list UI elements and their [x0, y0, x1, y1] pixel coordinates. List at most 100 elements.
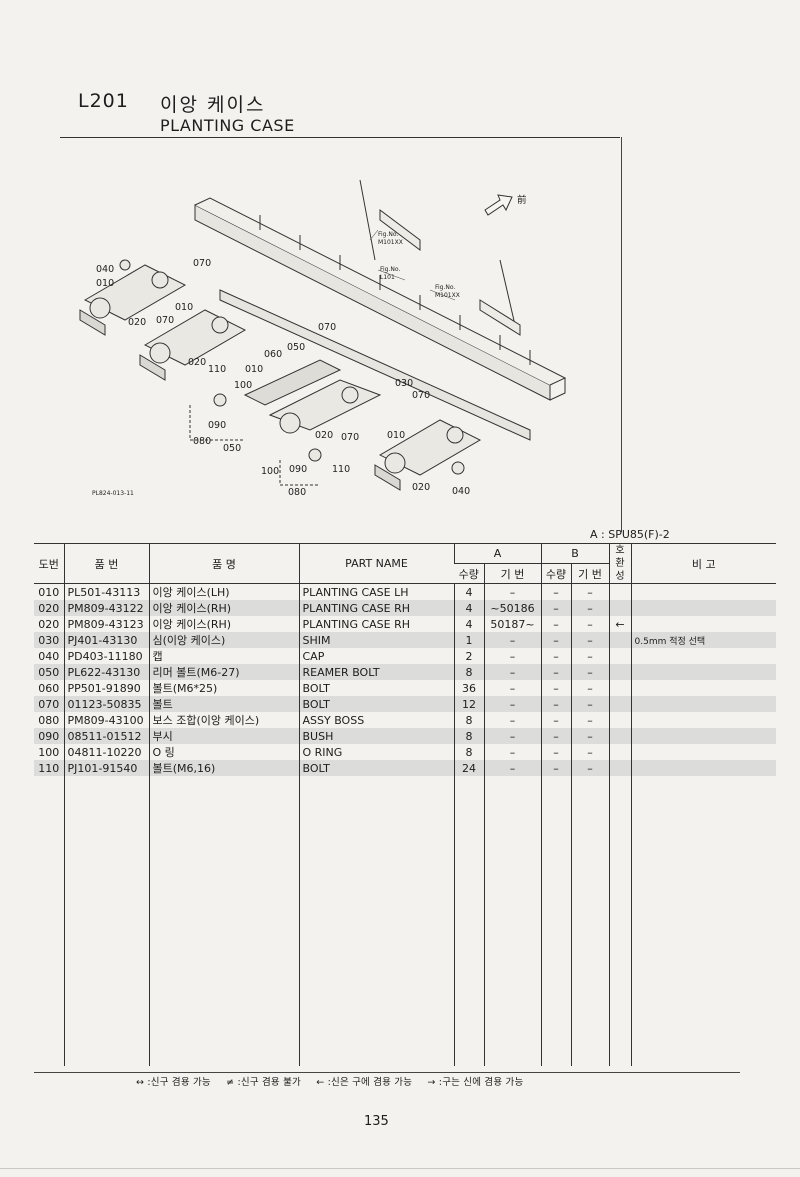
callout: 020: [128, 317, 146, 328]
cell-b-serial: –: [570, 583, 610, 600]
cell-b-serial: –: [570, 760, 610, 776]
cell-a-qty: 24: [453, 760, 484, 776]
cell-b-qty: –: [540, 760, 571, 776]
callout: 060: [264, 349, 282, 360]
cell-remarks: [630, 680, 777, 696]
header-a-qty: 수량: [454, 563, 484, 584]
svg-text:M101XX: M101XX: [435, 292, 460, 299]
cell-a-qty: 8: [453, 744, 484, 760]
cell-compat: [608, 760, 632, 776]
header-rule: [60, 137, 620, 138]
cell-part-name: BUSH: [298, 728, 454, 744]
cell-b-serial: –: [570, 696, 610, 712]
filler-cell: [453, 776, 484, 1066]
cell-no: 030: [34, 632, 64, 648]
cell-b-serial: –: [570, 744, 610, 760]
figure-references: Fig.No. M101XX Fig.No. L101 Fig.No. M101…: [378, 231, 460, 299]
cell-no: 060: [38, 681, 60, 695]
cell-name-ko: 볼트(M6*25): [148, 680, 299, 696]
cell-compat: [608, 664, 632, 680]
cell-compat: [608, 696, 632, 712]
svg-text:M101XX: M101XX: [378, 239, 403, 246]
cell-part-no: PM809-43122: [63, 600, 149, 616]
callout: 040: [452, 486, 470, 497]
callout: 100: [261, 466, 279, 477]
cell-b-serial: –: [570, 632, 610, 648]
cell-compat: [608, 583, 632, 600]
callout: 020: [315, 430, 333, 441]
cell-b-serial: –: [570, 648, 610, 664]
cell-name-ko: 보스 조합(이앙 케이스): [148, 712, 299, 728]
cell-no: 040: [38, 649, 60, 663]
cell-a-serial: –: [483, 680, 541, 696]
callout: 080: [193, 436, 211, 447]
filler-cell: [483, 776, 541, 1066]
cell-a-qty: 8: [453, 664, 484, 680]
cell-no: 110: [34, 760, 64, 776]
cell-part-name: BOLT: [298, 680, 454, 696]
cell-remarks: 0.5mm 적정 선택: [630, 632, 777, 648]
cell-part-no: PL501-43113: [63, 583, 149, 600]
filler-cell: [630, 776, 777, 1066]
cell-no: 100: [38, 745, 60, 759]
callout: 020: [412, 482, 430, 493]
callout: 090: [208, 420, 226, 431]
cell-a-serial: –: [483, 728, 541, 744]
cell-a-serial: ~50186: [483, 600, 541, 616]
diagram-doc-id: PL824-013-11: [92, 490, 134, 497]
cell-part-no: PP501-91890: [63, 680, 149, 696]
header-a-serial: 기 번: [483, 563, 541, 584]
cell-part-no: 04811-10220: [63, 744, 149, 760]
cell-b-serial: –: [570, 664, 610, 680]
cell-part-no: PD403-11180: [63, 648, 149, 664]
callout: 100: [234, 380, 252, 391]
cell-a-qty: 8: [453, 712, 484, 728]
svg-text:Fig.No.: Fig.No.: [435, 284, 455, 291]
cell-name-ko: 이앙 케이스(RH): [148, 600, 299, 616]
cell-no: 010: [38, 585, 60, 599]
cell-a-serial: –: [483, 760, 541, 776]
header-model-a: A: [453, 543, 541, 564]
svg-text:Fig.No.: Fig.No.: [380, 266, 400, 273]
diagram-right-rule: [621, 137, 622, 532]
cell-b-qty: –: [540, 600, 571, 616]
parts-table: 도번 품 번 품 명 PART NAME A B 호환성 비 고 수량 기 번 …: [34, 543, 777, 1066]
callout: 070: [193, 258, 211, 269]
callout: 070: [156, 315, 174, 326]
filler-cell: [63, 776, 149, 1066]
cell-b-qty: –: [540, 648, 571, 664]
cell-a-serial: –: [483, 583, 541, 600]
compatibility-legend: ↔ :신구 겸용 가능 ≠ :신구 겸용 불가 ← :신은 구에 겸용 가능 →…: [136, 1074, 535, 1088]
cell-part-no: PM809-43123: [63, 616, 149, 632]
cell-a-serial: –: [483, 632, 541, 648]
cell-part-name: O RING: [298, 744, 454, 760]
cell-remarks: [630, 648, 777, 664]
cell-no: 050: [34, 664, 64, 680]
page-bottom-edge: [0, 1168, 800, 1169]
cell-part-no: PM809-43100: [63, 712, 149, 728]
cell-part-no: PJ401-43130: [63, 632, 149, 648]
cell-name-ko: 이앙 케이스(RH): [148, 616, 299, 632]
callout: 070: [341, 432, 359, 443]
cell-part-no: PL622-43130: [63, 664, 149, 680]
cell-compat: [608, 648, 632, 664]
cell-compat: [608, 712, 632, 728]
svg-text:Fig.No.: Fig.No.: [378, 231, 398, 238]
callout: 090: [289, 464, 307, 475]
cell-part-name: BOLT: [298, 760, 454, 776]
header-remarks: 비 고: [630, 543, 777, 584]
callout: 010: [96, 278, 114, 289]
cell-remarks: [630, 583, 777, 600]
cell-a-serial: 50187~: [483, 616, 541, 632]
cell-b-qty: –: [540, 744, 571, 760]
cell-a-qty: 8: [453, 728, 484, 744]
callout: 080: [288, 487, 306, 498]
filler-cell: [570, 776, 610, 1066]
cell-remarks: [630, 712, 777, 728]
cell-b-qty: –: [540, 680, 571, 696]
legend-item: ← :신은 구에 겸용 가능: [316, 1077, 413, 1088]
